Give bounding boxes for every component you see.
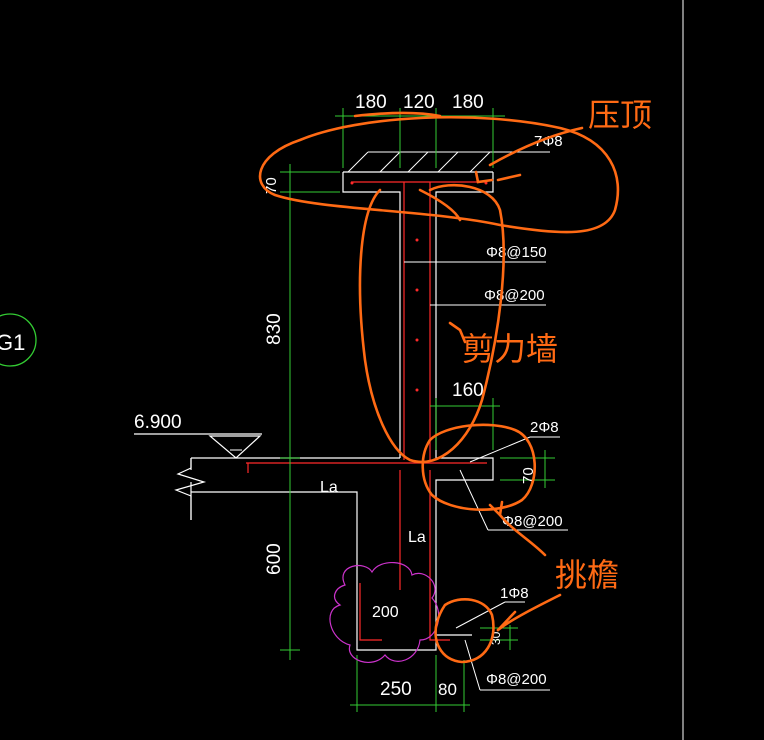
axis-bubble-label: G1 — [0, 330, 25, 355]
axis-bubble: G1 — [0, 313, 37, 367]
annotation-cap: 压顶 — [588, 96, 652, 134]
dim-top-right: 180 — [452, 92, 484, 113]
annotation-strokes — [258, 111, 620, 664]
label-anchor-left: La — [320, 479, 338, 496]
annotation-texts: 压顶 剪力墙 挑檐 — [462, 96, 652, 594]
zigzag-break-icon — [174, 458, 207, 520]
dim-top-mid: 120 — [403, 92, 435, 113]
rebar-dots — [350, 181, 488, 392]
dim-wall-height: 830 — [264, 313, 285, 345]
dim-ledge-width: 160 — [452, 380, 484, 401]
dimension-texts: 180 120 180 70 830 600 160 70 250 80 200… — [263, 92, 537, 700]
label-cap-top: 7Φ8 — [534, 133, 563, 150]
revision-cloud — [329, 562, 440, 664]
section-outline — [190, 171, 494, 651]
label-anchor-center: La — [408, 529, 426, 546]
triangle-elevation-icon — [134, 433, 262, 459]
dim-bottom-right: 80 — [438, 680, 457, 699]
label-wall-vertical: Φ8@200 — [484, 287, 545, 304]
leader-lines — [347, 151, 568, 691]
annotation-overhang: 挑檐 — [555, 556, 619, 594]
elevation-label: 6.900 — [134, 412, 182, 433]
rebar-lines — [246, 181, 487, 641]
label-footing-stirrup: Φ8@200 — [486, 671, 547, 688]
dim-top-left: 180 — [355, 92, 387, 113]
label-wall-horizontal: Φ8@150 — [486, 244, 547, 261]
dimension-lines — [280, 108, 555, 712]
rebar-label-texts: 7Φ8 Φ8@150 Φ8@200 2Φ8 Φ8@200 1Φ8 Φ8@200 … — [320, 133, 563, 688]
label-ledge-long: 2Φ8 — [530, 419, 559, 436]
label-footing-bar: 1Φ8 — [500, 585, 529, 602]
dim-bottom-left: 250 — [380, 679, 412, 700]
annotation-wall: 剪力墙 — [462, 330, 558, 368]
label-ledge-stirrup: Φ8@200 — [502, 513, 563, 530]
dim-footing-inner: 200 — [372, 604, 399, 621]
dim-cap-height: 70 — [263, 177, 280, 194]
dim-lower-height: 600 — [264, 543, 285, 575]
